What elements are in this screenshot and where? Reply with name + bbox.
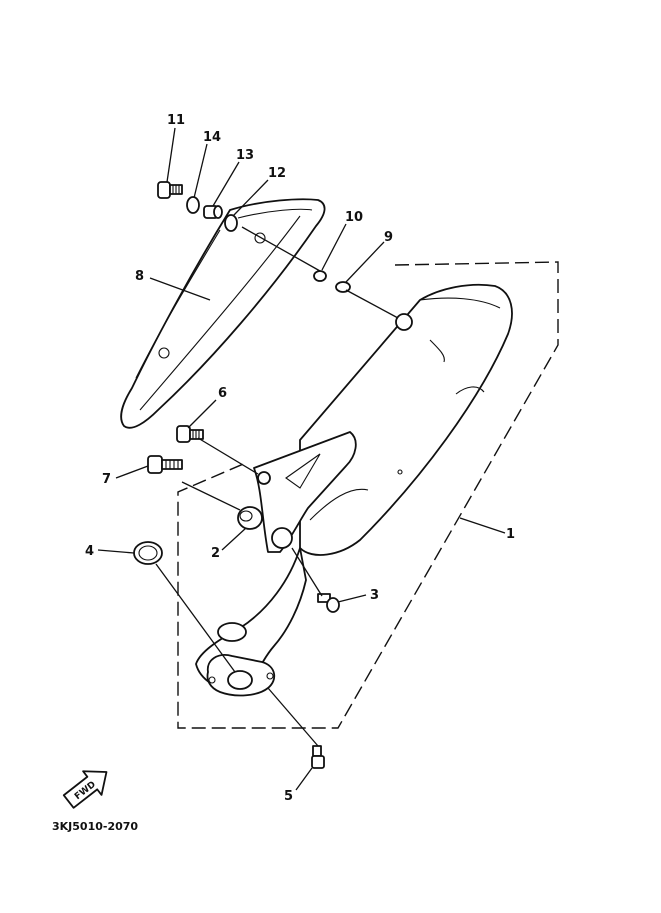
grommet-12: [224, 214, 238, 232]
callout-8: 8: [135, 269, 144, 284]
callout-9: 9: [384, 230, 393, 245]
washer-14: [186, 196, 200, 214]
callout-13: 13: [236, 148, 254, 163]
forward-arrow-icon: [62, 770, 108, 809]
callout-6: 6: [218, 386, 227, 401]
leader-lines: [97, 127, 506, 791]
washer-10: [313, 270, 327, 282]
callout-2: 2: [211, 546, 220, 561]
callout-labels: 11 14 13 12 10 9 8 6 7 2 4 1 3 5: [85, 113, 515, 804]
washer-9: [335, 281, 351, 293]
muffler: [195, 283, 513, 697]
callout-3: 3: [370, 588, 379, 603]
damper-2: [237, 506, 263, 530]
callout-10: 10: [345, 210, 363, 225]
callout-14: 14: [203, 130, 221, 145]
callout-4: 4: [85, 544, 94, 559]
stud-bolt-5: [311, 745, 325, 769]
bolt-11: [157, 181, 183, 199]
callout-11: 11: [167, 113, 185, 128]
heat-protector: [120, 198, 326, 429]
callout-12: 12: [268, 166, 286, 181]
fwd-direction-badge: FWD: [62, 770, 108, 809]
collar-13: [203, 205, 223, 219]
callout-1: 1: [506, 527, 515, 542]
gasket-4: [133, 541, 163, 565]
screw-3: [317, 593, 340, 613]
callout-7: 7: [102, 472, 111, 487]
muffler-assembly-boundary: [177, 261, 559, 729]
bolt-7: [147, 455, 183, 474]
callout-5: 5: [284, 789, 293, 804]
bolt-6: [176, 425, 204, 443]
drawing-code: 3KJ5010-2070: [52, 820, 138, 833]
